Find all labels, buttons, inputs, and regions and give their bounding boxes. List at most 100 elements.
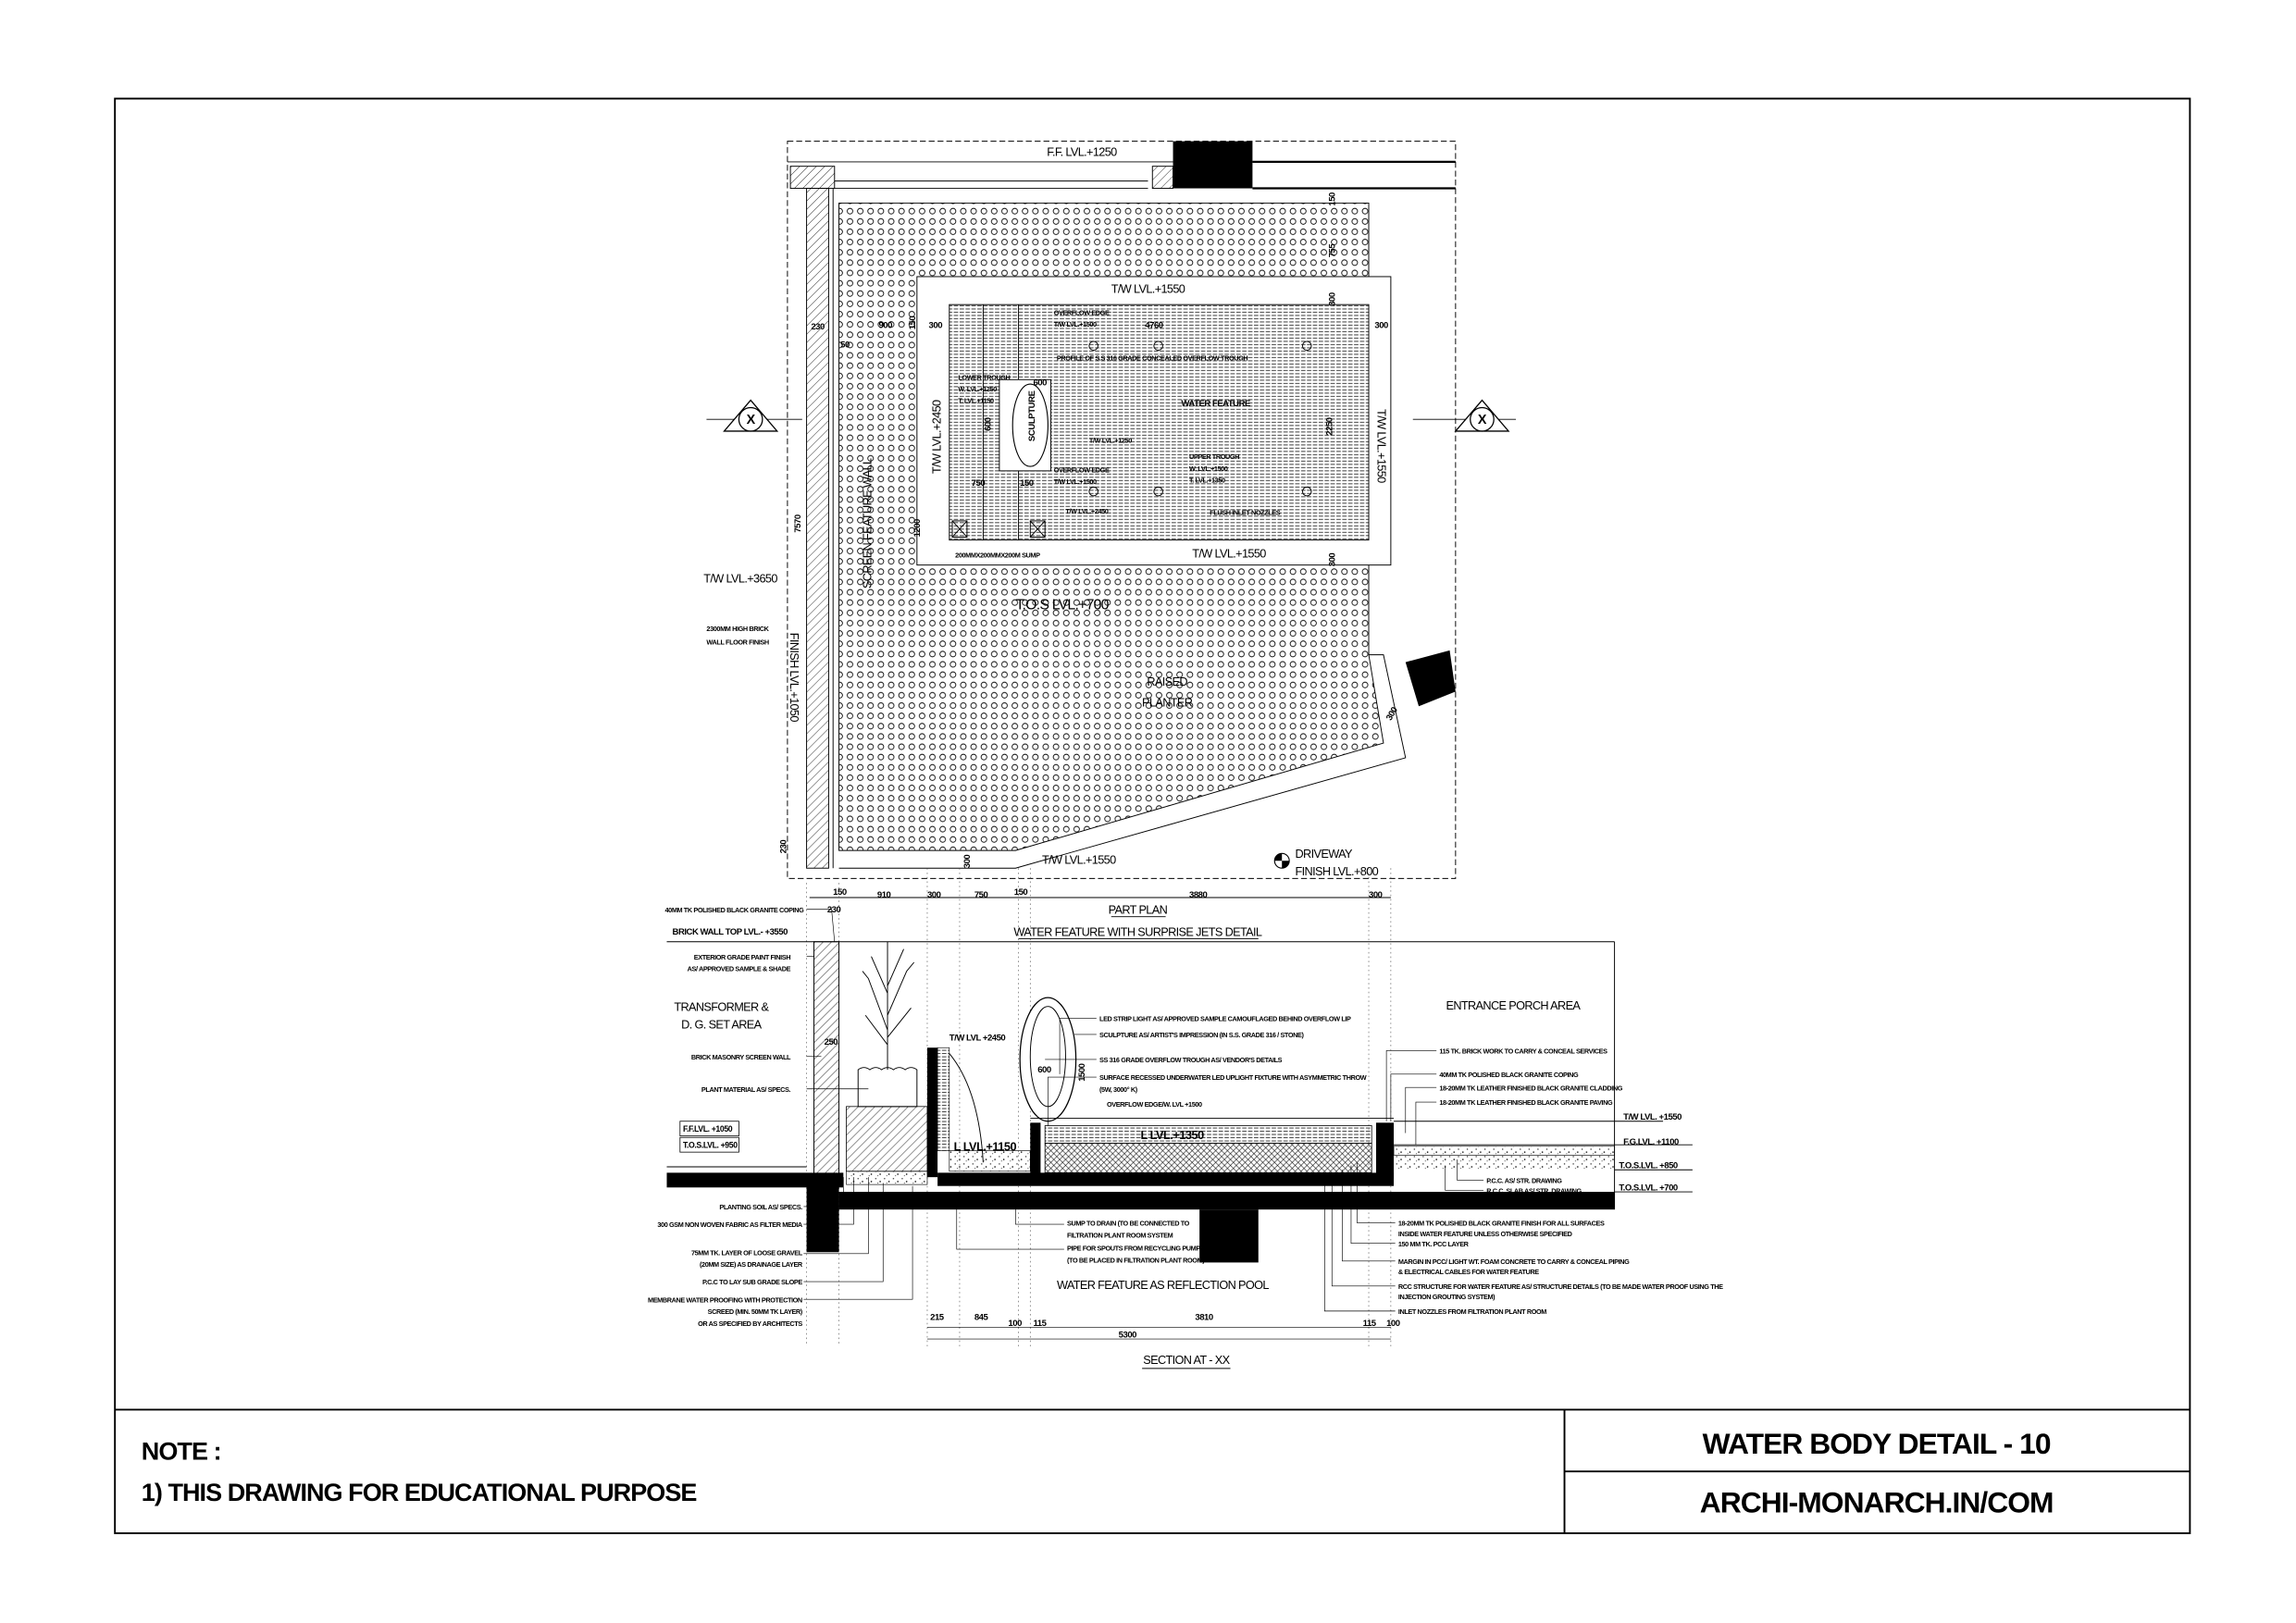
svg-text:W. LVL.+1250: W. LVL.+1250 <box>958 385 997 393</box>
svg-text:250: 250 <box>825 1037 838 1047</box>
tw-level-bottom: T/W LVL.+1550 <box>1042 852 1116 866</box>
svg-text:845: 845 <box>974 1312 989 1322</box>
svg-text:18-20MM TK LEATHER FINISHED BL: 18-20MM TK LEATHER FINISHED BLACK GRANIT… <box>1439 1098 1613 1107</box>
svg-text:115 TK. BRICK WORK TO CARRY &: 115 TK. BRICK WORK TO CARRY & CONCEAL SE… <box>1439 1047 1607 1056</box>
svg-text:PLANT MATERIAL AS/ SPECS.: PLANT MATERIAL AS/ SPECS. <box>701 1085 791 1094</box>
driveway-label: DRIVEWAY <box>1296 847 1353 861</box>
svg-text:INLET NOZZLES FROM FILTRATION: INLET NOZZLES FROM FILTRATION PLANT ROOM <box>1398 1307 1546 1316</box>
svg-text:100: 100 <box>1008 1319 1022 1329</box>
part-plan: F.F. LVL.+1250 SCULPTURE X <box>703 141 1517 1347</box>
website: ARCHI-MONARCH.IN/COM <box>1700 1486 2054 1519</box>
driveway-column <box>1405 650 1456 707</box>
driveway-level-marker <box>1273 852 1290 869</box>
svg-text:600: 600 <box>1037 1065 1051 1075</box>
plan-boundary <box>787 141 1457 879</box>
sump-icons <box>951 520 1046 538</box>
svg-text:BRICK MASONRY SCREEN WALL: BRICK MASONRY SCREEN WALL <box>691 1053 791 1061</box>
svg-text:PIPE FOR SPOUTS FROM RECYCLING: PIPE FOR SPOUTS FROM RECYCLING PUMP <box>1067 1245 1200 1253</box>
raised-planter-label-1: RAISED <box>1147 675 1187 688</box>
pier <box>1199 1209 1259 1263</box>
svg-text:MEMBRANE WATER PROOFING WITH P: MEMBRANE WATER PROOFING WITH PROTECTION <box>648 1295 802 1304</box>
svg-text:T.O.S.LVL. +850: T.O.S.LVL. +850 <box>1619 1161 1678 1171</box>
brick-wall <box>813 941 840 1178</box>
svg-text:215: 215 <box>930 1312 945 1322</box>
svg-text:150: 150 <box>833 887 847 898</box>
section-right-notes: 115 TK. BRICK WORK TO CARRY & CONCEAL SE… <box>1398 1047 1724 1316</box>
svg-text:230: 230 <box>811 322 825 332</box>
svg-text:X: X <box>1478 413 1487 427</box>
svg-text:18-20MM TK POLISHED BLACK GRAN: 18-20MM TK POLISHED BLACK GRANITE FINISH… <box>1398 1220 1605 1228</box>
sculpture-label: SCULPTURE <box>1027 390 1037 441</box>
svg-text:INSIDE WATER FEATURE UNLESS OT: INSIDE WATER FEATURE UNLESS OTHERWISE SP… <box>1398 1230 1572 1238</box>
svg-text:150: 150 <box>1327 192 1337 206</box>
svg-text:300: 300 <box>1327 292 1337 306</box>
note-heading: NOTE : <box>142 1437 221 1465</box>
svg-text:MARGIN IN PCC/ LIGHT WT. FOAM: MARGIN IN PCC/ LIGHT WT. FOAM CONCRETE T… <box>1398 1258 1630 1266</box>
svg-text:T. LVL.+1150: T. LVL.+1150 <box>958 397 994 405</box>
plan-subtitle: WATER FEATURE WITH SURPRISE JETS DETAIL <box>1013 924 1262 938</box>
svg-text:50: 50 <box>840 340 850 350</box>
svg-text:P.C.C TO LAY SUB GRADE SLOPE: P.C.C TO LAY SUB GRADE SLOPE <box>702 1278 802 1286</box>
title-block: NOTE : 1) THIS DRAWING FOR EDUCATIONAL P… <box>142 1427 2054 1519</box>
ff-level: F.F. LVL.+1250 <box>1047 145 1117 159</box>
svg-text:(TO BE PLACED IN FILTRATION PL: (TO BE PLACED IN FILTRATION PLANT ROOM) <box>1067 1256 1205 1264</box>
svg-text:UPPER TROUGH: UPPER TROUGH <box>1189 452 1239 461</box>
section-left-notes: 40MM TK POLISHED BLACK GRANITE COPING BR… <box>648 906 804 1328</box>
svg-text:3810: 3810 <box>1195 1312 1212 1322</box>
svg-text:OR AS SPECIFIED BY ARCHITECTS: OR AS SPECIFIED BY ARCHITECTS <box>698 1319 802 1328</box>
sheet-border <box>114 97 2191 1534</box>
svg-text:300: 300 <box>1369 890 1383 900</box>
svg-text:T/W LVL +2450: T/W LVL +2450 <box>949 1033 1006 1043</box>
svg-text:40MM TK POLISHED BLACK GRANITE: 40MM TK POLISHED BLACK GRANITE COPING <box>1439 1071 1579 1079</box>
svg-text:SS 316 GRADE OVERFLOW TROUGH A: SS 316 GRADE OVERFLOW TROUGH AS/ VENDOR'… <box>1099 1056 1283 1064</box>
svg-text:F.G.LVL. +1100: F.G.LVL. +1100 <box>1623 1137 1679 1147</box>
svg-text:1500: 1500 <box>1077 1063 1087 1081</box>
section-marker-right: X <box>1412 399 1517 432</box>
svg-text:OVERFLOW EDGE/W. LVL +1500: OVERFLOW EDGE/W. LVL +1500 <box>1107 1100 1202 1109</box>
svg-text:150: 150 <box>1020 478 1034 489</box>
screen-wall <box>806 188 829 869</box>
svg-text:OVERFLOW EDGE: OVERFLOW EDGE <box>1054 308 1110 316</box>
svg-text:7570: 7570 <box>793 514 803 532</box>
svg-text:L LVL.+1350: L LVL.+1350 <box>1141 1128 1205 1142</box>
svg-text:LED STRIP LIGHT AS/ APPROVED S: LED STRIP LIGHT AS/ APPROVED SAMPLE CAMO… <box>1099 1015 1351 1023</box>
svg-text:SCULPTURE AS/ ARTIST'S IMPRESS: SCULPTURE AS/ ARTIST'S IMPRESSION (IN S.… <box>1099 1031 1304 1039</box>
svg-text:EXTERIOR GRADE PAINT FINISH: EXTERIOR GRADE PAINT FINISH <box>694 953 790 961</box>
note-1: 1) THIS DRAWING FOR EDUCATIONAL PURPOSE <box>142 1479 697 1506</box>
svg-text:& ELECTRICAL CABLES FOR WATER: & ELECTRICAL CABLES FOR WATER FEATURE <box>1398 1268 1539 1276</box>
svg-text:600: 600 <box>983 417 993 431</box>
svg-text:T.O.S.LVL. +950: T.O.S.LVL. +950 <box>683 1140 738 1149</box>
transformer-label-1: TRANSFORMER & <box>674 999 769 1013</box>
svg-text:INJECTION GROUTING SYSTEM): INJECTION GROUTING SYSTEM) <box>1398 1293 1496 1301</box>
svg-text:FLUSH INLET NOZZLES: FLUSH INLET NOZZLES <box>1210 509 1280 517</box>
svg-text:750: 750 <box>972 478 986 489</box>
svg-text:115: 115 <box>1033 1319 1047 1329</box>
sump-label: 200MMX200MMX200M SUMP <box>955 551 1040 560</box>
drawing-title: WATER BODY DETAIL - 10 <box>1703 1427 2051 1460</box>
svg-text:T/W LVL.+2450: T/W LVL.+2450 <box>1065 507 1108 515</box>
svg-text:230: 230 <box>827 905 841 915</box>
tos-level: T.O.S LVL.+700 <box>1015 597 1109 613</box>
section-dimensions: 230 250 545 600 1500 215 845 100 115 381… <box>818 905 1400 1341</box>
svg-text:230: 230 <box>778 840 788 854</box>
svg-text:3880: 3880 <box>1189 890 1207 900</box>
svg-text:SURFACE RECESSED UNDERWATER LE: SURFACE RECESSED UNDERWATER LED UPLIGHT … <box>1099 1073 1367 1082</box>
svg-text:4760: 4760 <box>1145 321 1162 331</box>
entrance-porch-label: ENTRANCE PORCH AREA <box>1446 998 1581 1012</box>
plan-notes: OVERFLOW EDGE T/W LVL.+1500 PROFILE OF S… <box>958 308 1281 517</box>
transformer-label-2: D. G. SET AREA <box>681 1018 762 1032</box>
svg-text:900: 900 <box>878 321 892 331</box>
svg-text:T/W LVL.+1500: T/W LVL.+1500 <box>1054 477 1097 486</box>
svg-text:150 MM TK. PCC LAYER: 150 MM TK. PCC LAYER <box>1398 1240 1470 1248</box>
svg-text:X: X <box>747 413 756 427</box>
svg-text:75MM TK. LAYER OF LOOSE GRAVEL: 75MM TK. LAYER OF LOOSE GRAVEL <box>691 1248 803 1257</box>
svg-text:(5W, 3000° K): (5W, 3000° K) <box>1099 1085 1138 1094</box>
svg-text:(20MM SIZE) AS DRAINAGE LAYER: (20MM SIZE) AS DRAINAGE LAYER <box>700 1260 803 1269</box>
raised-planter-label-2: PLANTER <box>1142 695 1193 709</box>
svg-text:1200: 1200 <box>912 519 923 537</box>
svg-text:LOWER TROUGH: LOWER TROUGH <box>958 373 1010 381</box>
tw-level-mid: T/W LVL.+1550 <box>1192 547 1266 561</box>
water-feature-label: WATER FEATURE <box>1181 399 1250 409</box>
svg-text:300: 300 <box>1374 321 1388 331</box>
